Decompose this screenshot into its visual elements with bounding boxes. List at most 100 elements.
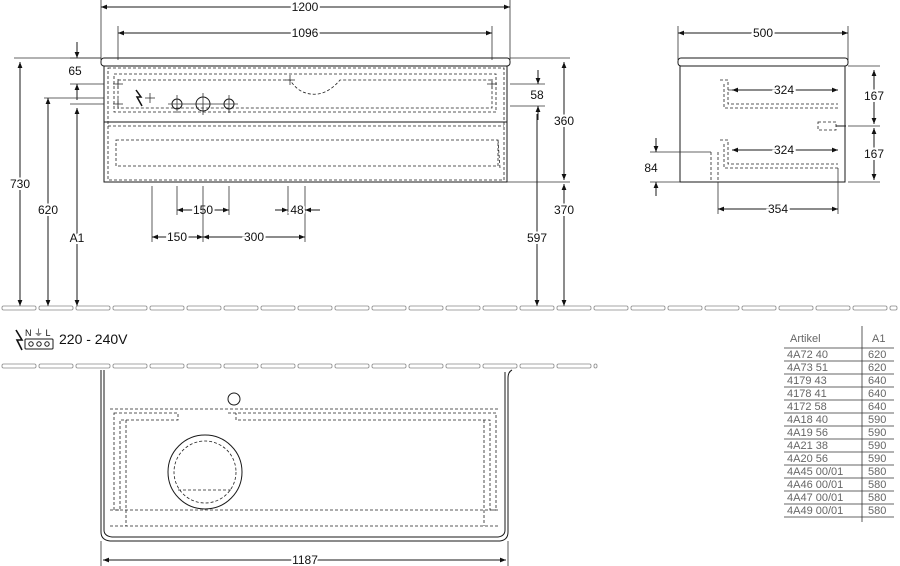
floor-tile — [334, 363, 370, 369]
floor-tile — [297, 305, 333, 311]
article-table: Artikel A1 4A72 40 620 4A73 51 620 4179 43 64… — [784, 326, 894, 522]
dim-depth-354: 354 — [768, 202, 788, 216]
dim-total-width: 1200 — [292, 0, 319, 14]
table-cell-a1: 590 — [868, 440, 886, 452]
dim-lower-offset: 370 — [554, 203, 574, 217]
floor-tile — [556, 363, 592, 369]
dim-right-597: 597 — [527, 231, 547, 245]
table-cell-article: 4A46 00/01 — [787, 479, 843, 491]
dim-pipe-offset: 48 — [290, 203, 304, 217]
floor-tile — [408, 363, 444, 369]
dim-drawer-depth-top: 324 — [774, 83, 794, 97]
table-cell-a1: 590 — [868, 427, 886, 439]
floor-tile — [371, 363, 407, 369]
table-cell-article: 4A49 00/01 — [787, 505, 843, 517]
table-cell-a1: 580 — [868, 505, 886, 517]
table-cell-a1: 620 — [868, 362, 886, 374]
dim-drawer-depth-bottom: 324 — [774, 143, 794, 157]
dim-inner-width: 1096 — [292, 26, 319, 40]
table-header-article: Artikel — [790, 333, 821, 345]
dim-bottom-300: 300 — [244, 230, 264, 244]
floor-tile — [38, 363, 74, 369]
floor-tile — [408, 305, 444, 311]
floor-tile — [149, 363, 185, 369]
floor-tile — [112, 305, 148, 311]
table-cell-article: 4A18 40 — [787, 414, 828, 426]
floor-tile — [593, 363, 598, 369]
table-cell-a1: 590 — [868, 453, 886, 465]
floor-tile — [75, 363, 111, 369]
table-cell-a1: 580 — [868, 492, 886, 504]
floor-tile — [445, 363, 481, 369]
floor-tile — [1, 305, 37, 311]
dim-bottom-width: 1187 — [292, 553, 318, 566]
table-cell-article: 4A47 00/01 — [787, 492, 843, 504]
floor-tile — [519, 305, 555, 311]
floor-tile — [889, 305, 898, 311]
lightning-icon — [15, 329, 24, 351]
floor-tiles-row-1 — [1, 305, 898, 311]
top-view: 1187 — [100, 369, 513, 566]
floor-tile — [297, 363, 333, 369]
floor-tile — [149, 305, 185, 311]
floor-tile — [741, 305, 777, 311]
table-rows: 4A72 40 620 4A73 51 620 4179 43 640 4178 41 640… — [784, 349, 894, 518]
dim-depth: 500 — [753, 26, 773, 40]
power-symbol-icon — [135, 89, 143, 107]
floor-tile — [593, 305, 629, 311]
table-cell-article: 4178 41 — [787, 388, 827, 400]
table-cell-a1: 590 — [868, 414, 886, 426]
dim-drawer-height-bottom: 167 — [864, 147, 884, 161]
siphon-cutout — [167, 434, 243, 510]
floor-tile — [815, 305, 851, 311]
floor-tile — [445, 305, 481, 311]
table-header-a1: A1 — [872, 333, 885, 345]
floor-tile — [519, 363, 555, 369]
dim-label-a1: A1 — [70, 231, 85, 245]
floor-tiles-row-2 — [1, 363, 598, 369]
floor-tile — [186, 305, 222, 311]
floor-tile — [371, 305, 407, 311]
table-cell-a1: 580 — [868, 479, 886, 491]
floor-tile — [778, 305, 814, 311]
floor-tile — [223, 305, 259, 311]
table-cell-a1: 620 — [868, 349, 886, 361]
dim-drawer-height-top: 167 — [864, 89, 884, 103]
table-cell-article: 4A20 56 — [787, 453, 828, 465]
voltage-label: 220 - 240V — [59, 331, 128, 347]
table-cell-a1: 580 — [868, 466, 886, 478]
table-cell-article: 4A72 40 — [787, 349, 828, 361]
front-view: 1200 1096 — [8, 0, 576, 306]
connector-labels: N ⏚ L — [25, 328, 51, 338]
floor-tile — [1, 363, 37, 369]
floor-tile — [223, 363, 259, 369]
electrical-spec: N ⏚ L 220 - 240V — [15, 328, 128, 351]
floor-tile — [112, 363, 148, 369]
floor-tile — [667, 305, 703, 311]
floor-tile — [334, 305, 370, 311]
floor-tile — [482, 363, 518, 369]
table-cell-article: 4A73 51 — [787, 362, 828, 374]
dim-offset-84: 84 — [644, 161, 658, 175]
table-cell-article: 4A45 00/01 — [787, 466, 843, 478]
floor-tile — [852, 305, 888, 311]
floor-tile — [630, 305, 666, 311]
pipe-connections — [168, 93, 238, 115]
table-cell-article: 4179 43 — [787, 375, 827, 387]
side-view: 500 324 324 167 167 84 354 — [642, 24, 886, 218]
dim-height-620: 620 — [38, 203, 58, 217]
table-cell-a1: 640 — [868, 388, 886, 400]
floor-tile — [556, 305, 592, 311]
table-cell-a1: 640 — [868, 375, 886, 387]
dim-top-offset: 65 — [68, 64, 82, 78]
table-cell-article: 4172 58 — [787, 401, 827, 413]
floor-tile — [704, 305, 740, 311]
dim-total-height: 360 — [554, 114, 574, 128]
dim-height-730: 730 — [10, 177, 30, 191]
floor-tile — [482, 305, 518, 311]
table-cell-a1: 640 — [868, 401, 886, 413]
floor-tile — [260, 305, 296, 311]
floor-tile — [75, 305, 111, 311]
table-cell-article: 4A21 38 — [787, 440, 828, 452]
